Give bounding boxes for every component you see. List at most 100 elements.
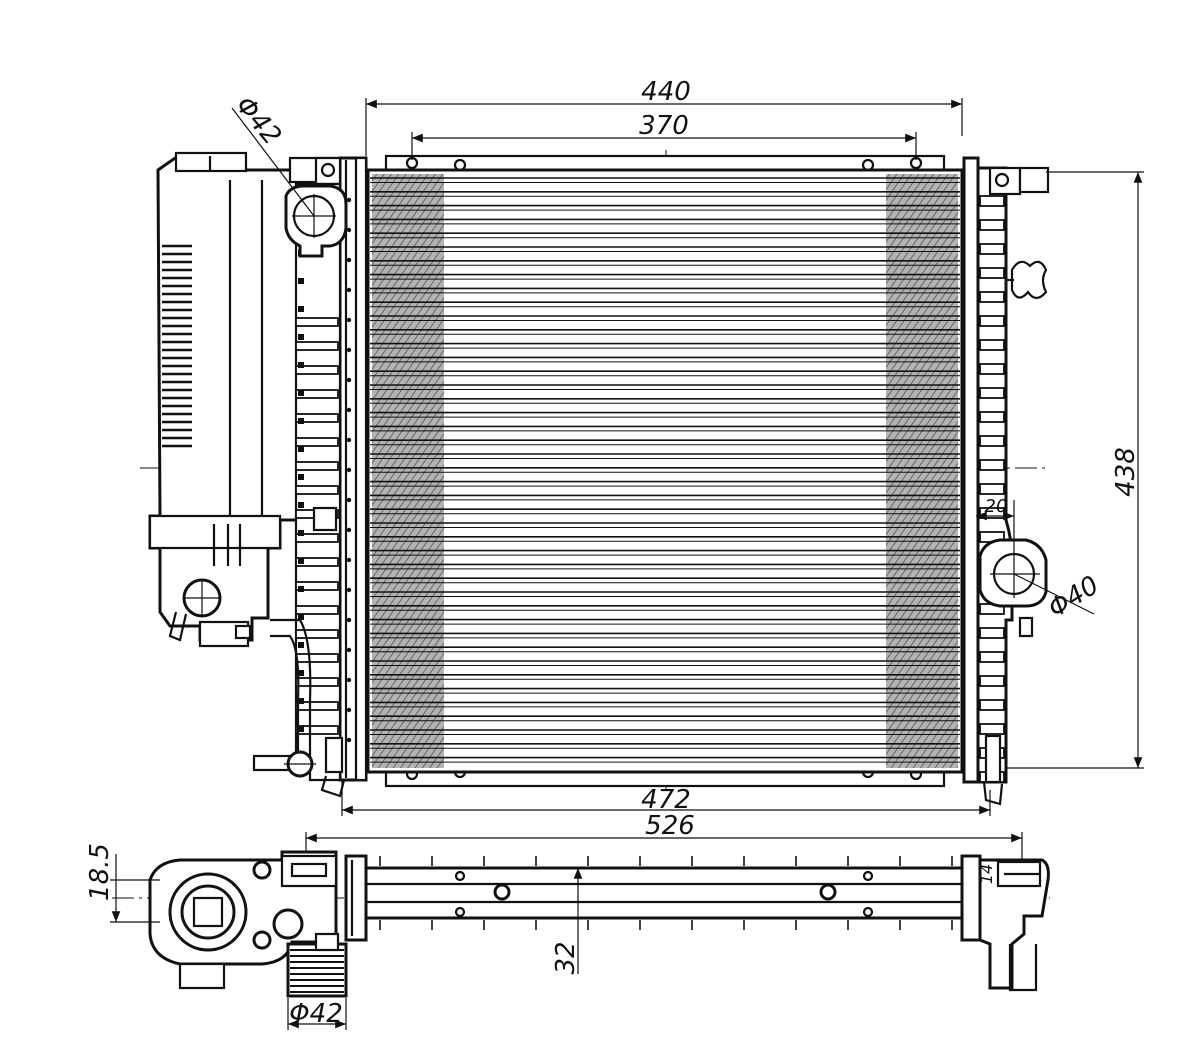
header-rivet: [346, 437, 352, 443]
dim-outlet-diameter-label: Φ40: [1043, 570, 1104, 624]
header-bar: [979, 483, 1005, 495]
header-rivet: [346, 467, 352, 473]
right-header-tank: [962, 156, 1050, 806]
front-view: 440 370 438 472 526 Φ42: [140, 77, 1144, 880]
dimension-472: 472: [341, 780, 991, 816]
right-fin-shading: [886, 174, 958, 768]
bracket-bar: [295, 557, 339, 567]
core-tubes: [370, 177, 960, 763]
header-bar: [979, 219, 1005, 231]
bracket-bar: [295, 341, 339, 351]
bracket-dot: [298, 558, 304, 564]
bracket-bar: [295, 485, 339, 495]
header-rivet: [346, 377, 352, 383]
dimension-440: 440: [365, 77, 963, 156]
bracket-bar: [295, 317, 339, 327]
bracket-bar: [295, 605, 339, 615]
side-view: 18.5 32 Φ42 14: [85, 843, 1050, 1030]
header-bar: [979, 699, 1005, 711]
dim-inlet-diameter-label: Φ42: [229, 91, 286, 151]
bracket-bar: [295, 437, 339, 447]
header-rivet: [346, 407, 352, 413]
dim-14-label: 14: [977, 864, 996, 884]
header-rivet: [346, 197, 352, 203]
left-header-tank: [338, 156, 368, 782]
bracket-bar: [295, 365, 339, 375]
header-bar: [979, 291, 1005, 303]
header-rivet: [346, 587, 352, 593]
header-rivet: [346, 677, 352, 683]
tank-bracket: [252, 156, 346, 798]
header-bar: [979, 363, 1005, 375]
bracket-dot: [298, 670, 304, 676]
dim-438-label: 438: [1111, 447, 1141, 497]
header-bar: [979, 675, 1005, 687]
dimension-32: 32: [551, 868, 583, 975]
header-rivet: [346, 317, 352, 323]
bracket-bar: [295, 533, 339, 543]
bracket-bar: [295, 701, 339, 711]
bracket-bar: [295, 629, 339, 639]
bracket-bar: [295, 413, 339, 423]
header-bar: [979, 267, 1005, 279]
header-bar: [979, 315, 1005, 327]
radiator-core: [366, 168, 964, 774]
header-rivet: [346, 497, 352, 503]
dim-370-label: 370: [639, 111, 689, 141]
inlet-neck: [284, 184, 348, 258]
bracket-dot: [298, 446, 304, 452]
outlet-neck: [978, 538, 1048, 608]
dimension-side-diameter: Φ42: [287, 998, 347, 1030]
bracket-dot: [298, 502, 304, 508]
header-bar: [979, 411, 1005, 423]
bracket-bar: [295, 725, 339, 735]
header-rivet: [346, 287, 352, 293]
bracket-dot: [298, 530, 304, 536]
bracket-bar: [295, 677, 339, 687]
dim-472-label: 472: [641, 785, 691, 815]
bracket-dot: [298, 390, 304, 396]
bracket-dot: [298, 362, 304, 368]
bracket-dot: [298, 586, 304, 592]
header-bar: [979, 339, 1005, 351]
bracket-dot: [298, 306, 304, 312]
bracket-dot: [298, 278, 304, 284]
expansion-tank: [148, 151, 300, 648]
bracket-dot: [298, 614, 304, 620]
dim-440-label: 440: [641, 77, 691, 107]
dimension-20: 20: [976, 496, 1015, 550]
side-bar: [362, 866, 966, 920]
bracket-dot: [298, 698, 304, 704]
bracket-bar: [295, 653, 339, 663]
dim-side-diameter-label: Φ42: [289, 999, 343, 1029]
bracket-dot: [298, 474, 304, 480]
header-rivet: [346, 647, 352, 653]
dimension-526: 526: [305, 811, 1023, 880]
header-rivet: [346, 707, 352, 713]
header-rivet: [346, 617, 352, 623]
bracket-bar: [295, 389, 339, 399]
dimension-370: 370: [411, 111, 917, 160]
left-fin-shading: [372, 174, 444, 768]
header-rivet: [346, 257, 352, 263]
bracket-dot: [298, 334, 304, 340]
bracket-dot: [298, 642, 304, 648]
header-bar: [979, 435, 1005, 447]
header-rivet: [346, 527, 352, 533]
header-bar: [979, 195, 1005, 207]
dim-32-label: 32: [551, 941, 581, 974]
dimension-18-5: 18.5: [85, 843, 160, 923]
dim-20-label: 20: [985, 496, 1008, 517]
dim-526-label: 526: [645, 811, 695, 841]
header-rivet: [346, 557, 352, 563]
dimension-14: 14: [977, 862, 999, 886]
header-rivet: [346, 227, 352, 233]
header-bar: [979, 627, 1005, 639]
header-rivet: [346, 737, 352, 743]
bracket-bar: [295, 581, 339, 591]
header-rivet: [346, 347, 352, 353]
header-bar: [979, 387, 1005, 399]
dimension-438: 438: [1006, 171, 1144, 769]
bracket-dot: [298, 726, 304, 732]
